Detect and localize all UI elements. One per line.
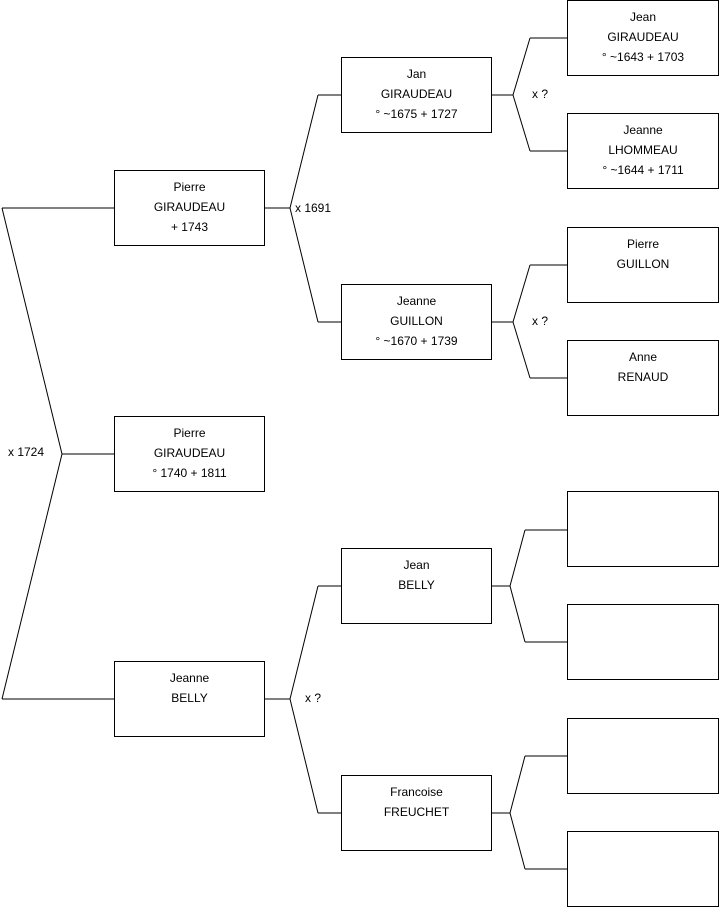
person-box-mother[interactable]: Jeanne BELLY xyxy=(114,661,265,737)
person-box-pat-grandmother[interactable]: Jeanne GUILLON ° ~1670 + 1739 xyxy=(341,284,492,360)
person-last-name: LHOMMEAU xyxy=(608,143,678,157)
person-box-pat-grandfather[interactable]: Jan GIRAUDEAU ° ~1675 + 1727 xyxy=(341,57,492,133)
person-box-ggm2[interactable]: Anne RENAUD xyxy=(567,340,719,416)
marriage-pat-pat: x ? xyxy=(532,87,549,101)
person-first-name: Jean xyxy=(629,10,657,24)
person-first-name: Jan xyxy=(406,67,427,81)
person-last-name: RENAUD xyxy=(617,370,669,384)
marriage-maternal: x ? xyxy=(305,691,322,705)
person-first-name: Jeanne xyxy=(169,671,210,685)
connector-jan-fork xyxy=(512,37,531,152)
person-last-name: GUILLON xyxy=(390,314,443,328)
person-box-ggf4[interactable] xyxy=(567,718,719,794)
person-first-name: Anne xyxy=(628,350,658,364)
person-box-ggm1[interactable]: Jeanne LHOMMEAU ° ~1644 + 1711 xyxy=(567,113,719,189)
connector-mother-fork xyxy=(289,585,319,814)
person-dates: + 1743 xyxy=(170,220,209,234)
person-dates: ° ~1675 + 1727 xyxy=(375,107,458,121)
person-last-name: GIRAUDEAU xyxy=(153,446,226,460)
person-dates: ° ~1644 + 1711 xyxy=(602,163,684,177)
person-first-name: Francoise xyxy=(390,785,443,799)
person-box-mat-grandmother[interactable]: Francoise FREUCHET xyxy=(341,775,492,851)
person-box-ggm3[interactable] xyxy=(567,604,719,680)
person-last-name: FREUCHET xyxy=(383,805,450,819)
person-first-name: Jeanne xyxy=(623,123,663,137)
person-dates: ° ~1670 + 1739 xyxy=(375,334,458,348)
person-last-name: GIRAUDEAU xyxy=(153,200,226,214)
person-last-name: GUILLON xyxy=(616,257,670,271)
person-box-mat-grandfather[interactable]: Jean BELLY xyxy=(341,548,492,624)
marriage-pat-mat: x ? xyxy=(532,314,549,328)
connector-belly-fork xyxy=(509,529,526,643)
person-first-name: Jean xyxy=(403,558,430,572)
person-box-ggm4[interactable] xyxy=(567,831,719,907)
person-last-name: GIRAUDEAU xyxy=(380,87,453,101)
connector-father-fork xyxy=(289,94,319,323)
marriage-parents: x 1724 xyxy=(8,445,45,459)
marriage-paternal: x 1691 xyxy=(295,201,332,215)
person-first-name: Jeanne xyxy=(396,294,437,308)
person-box-ggf2[interactable]: Pierre GUILLON xyxy=(567,227,719,303)
person-last-name: BELLY xyxy=(171,691,208,705)
person-first-name: Pierre xyxy=(626,237,659,251)
person-last-name: BELLY xyxy=(398,578,435,592)
person-last-name: GIRAUDEAU xyxy=(607,30,679,44)
person-box-ggf3[interactable] xyxy=(567,491,719,567)
person-box-root[interactable]: Pierre GIRAUDEAU ° 1740 + 1811 xyxy=(114,416,265,492)
person-first-name: Pierre xyxy=(173,180,206,194)
person-box-father[interactable]: Pierre GIRAUDEAU + 1743 xyxy=(114,170,265,246)
connector-freuchet-fork xyxy=(509,755,526,870)
person-box-ggf1[interactable]: Jean GIRAUDEAU ° ~1643 + 1703 xyxy=(567,0,719,76)
person-dates: ° ~1643 + 1703 xyxy=(601,50,685,64)
connector-guillon-fork xyxy=(512,264,531,379)
person-dates: ° 1740 + 1811 xyxy=(152,466,227,480)
person-first-name: Pierre xyxy=(173,426,206,440)
connector-root-fork xyxy=(1,207,63,700)
